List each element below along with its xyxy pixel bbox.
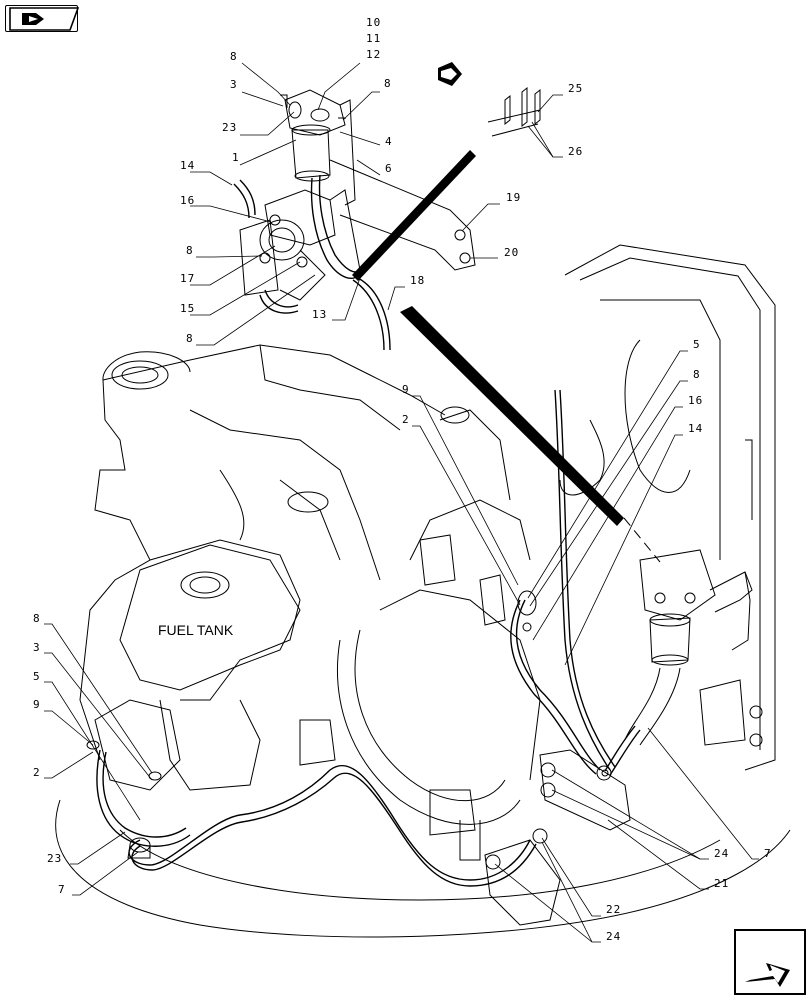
callout-c-l-5: 5 bbox=[33, 670, 41, 683]
callout-c-b-21: 21 bbox=[714, 877, 729, 890]
callout-c-top-25: 25 bbox=[568, 82, 583, 95]
callout-c-top-26: 26 bbox=[568, 145, 583, 158]
next-page-arrow-icon[interactable] bbox=[734, 929, 806, 995]
fuel-tank-label: FUEL TANK bbox=[158, 622, 234, 638]
hose-clamps-left bbox=[86, 590, 537, 859]
callout-c-r-2: 2 bbox=[402, 413, 410, 426]
callout-c-r-14: 14 bbox=[688, 422, 703, 435]
callout-c-r-5: 5 bbox=[693, 338, 701, 351]
callout-c-top-13: 13 bbox=[312, 308, 327, 321]
fuel-tank bbox=[94, 544, 301, 791]
callout-c-top-6: 6 bbox=[385, 162, 393, 175]
callout-c-top-19: 19 bbox=[506, 191, 521, 204]
book-arrow-icon bbox=[9, 7, 80, 31]
callout-c-b-7: 7 bbox=[764, 847, 772, 860]
callout-c-top-4: 4 bbox=[385, 135, 393, 148]
mounting-bracket-lower bbox=[484, 749, 631, 926]
callout-c-top-16: 16 bbox=[180, 194, 195, 207]
fuel-filter-lower bbox=[624, 549, 753, 746]
callout-c-top-17: 17 bbox=[180, 272, 195, 285]
fuel-filter-detail bbox=[233, 89, 476, 351]
callout-c-l-9: 9 bbox=[33, 698, 41, 711]
callout-c-top-8a: 8 bbox=[230, 50, 238, 63]
engine-block bbox=[337, 406, 541, 825]
clip-fasteners bbox=[487, 86, 541, 137]
callout-c-top-23: 23 bbox=[222, 121, 237, 134]
callout-c-top-12: 12 bbox=[366, 48, 381, 61]
callout-c-r-9: 9 bbox=[402, 383, 410, 396]
callout-labels: 1011128832341614168171581318192025265816… bbox=[33, 16, 772, 943]
callout-c-l-3: 3 bbox=[33, 641, 41, 654]
callout-c-top-18: 18 bbox=[410, 274, 425, 287]
callout-c-b-24b: 24 bbox=[606, 930, 621, 943]
callout-c-top-14: 14 bbox=[180, 159, 195, 172]
callout-c-b-22: 22 bbox=[606, 903, 621, 916]
callout-c-top-8c: 8 bbox=[186, 244, 194, 257]
callout-c-b-24a: 24 bbox=[714, 847, 729, 860]
machine-frame bbox=[55, 344, 791, 938]
callout-c-l-23: 23 bbox=[47, 852, 62, 865]
callout-c-top-20: 20 bbox=[504, 246, 519, 259]
callout-c-top-8d: 8 bbox=[186, 332, 194, 345]
callout-c-l-2: 2 bbox=[33, 766, 41, 779]
radiator-frame bbox=[559, 244, 776, 771]
callout-c-top-10: 10 bbox=[366, 16, 381, 29]
callout-c-top-11: 11 bbox=[366, 32, 381, 45]
callout-c-l-8: 8 bbox=[33, 612, 41, 625]
callout-c-top-1: 1 bbox=[232, 151, 240, 164]
callout-c-r-8: 8 bbox=[693, 368, 701, 381]
callout-c-r-16: 16 bbox=[688, 394, 703, 407]
callout-c-top-8b: 8 bbox=[384, 77, 392, 90]
callout-c-top-3: 3 bbox=[230, 78, 238, 91]
callout-c-top-15: 15 bbox=[180, 302, 195, 315]
reference-arrows bbox=[352, 150, 661, 563]
callout-c-l-7: 7 bbox=[58, 883, 66, 896]
orientation-arrow-icon bbox=[438, 62, 462, 86]
leader-lines bbox=[44, 62, 759, 943]
